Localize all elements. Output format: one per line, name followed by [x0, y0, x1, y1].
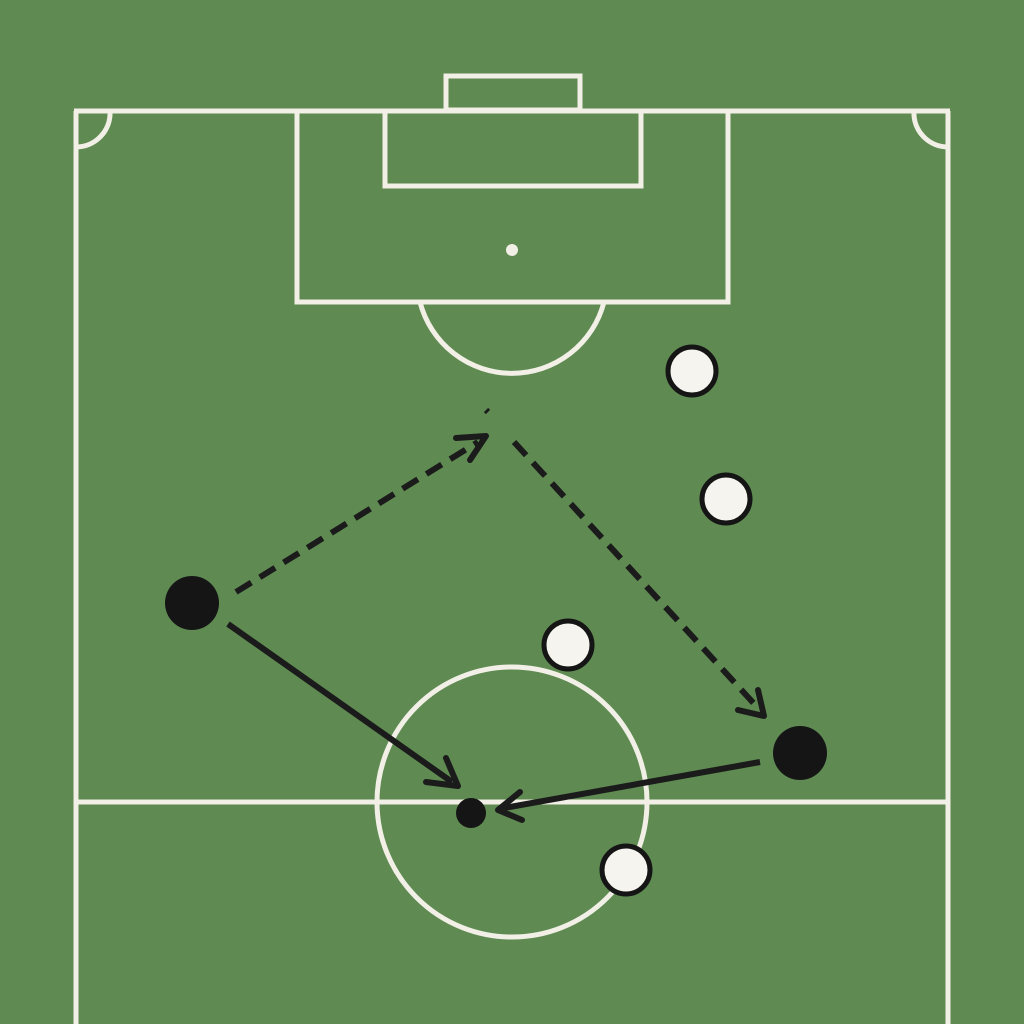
player-dark	[165, 576, 219, 630]
pass-dashed-2	[483, 407, 491, 415]
player-light	[665, 344, 719, 398]
pitch-markings	[73, 73, 951, 1024]
player-light	[541, 618, 595, 672]
players	[165, 344, 827, 897]
pass-dashed-2-arrowhead	[735, 687, 767, 719]
six-yard-box	[382, 108, 644, 189]
center-circle	[374, 664, 650, 940]
pass-solid-2-arrowhead	[495, 789, 525, 823]
penalty-spot	[506, 244, 518, 256]
pass-dashed-1	[234, 439, 480, 595]
penalty-arc	[417, 301, 607, 376]
ball	[456, 798, 486, 828]
passes	[226, 407, 767, 823]
pass-dashed-1-arrowhead	[453, 433, 489, 463]
player-dark	[773, 726, 827, 780]
player-light	[599, 843, 653, 897]
pass-dashed-2	[511, 439, 761, 711]
corner-arc-left	[75, 110, 113, 150]
corner-arc-right	[911, 110, 949, 150]
pass-solid-1	[226, 621, 454, 785]
pass-solid-2	[503, 759, 761, 811]
pass-solid-1-arrowhead	[423, 755, 461, 789]
player-light	[699, 472, 753, 526]
